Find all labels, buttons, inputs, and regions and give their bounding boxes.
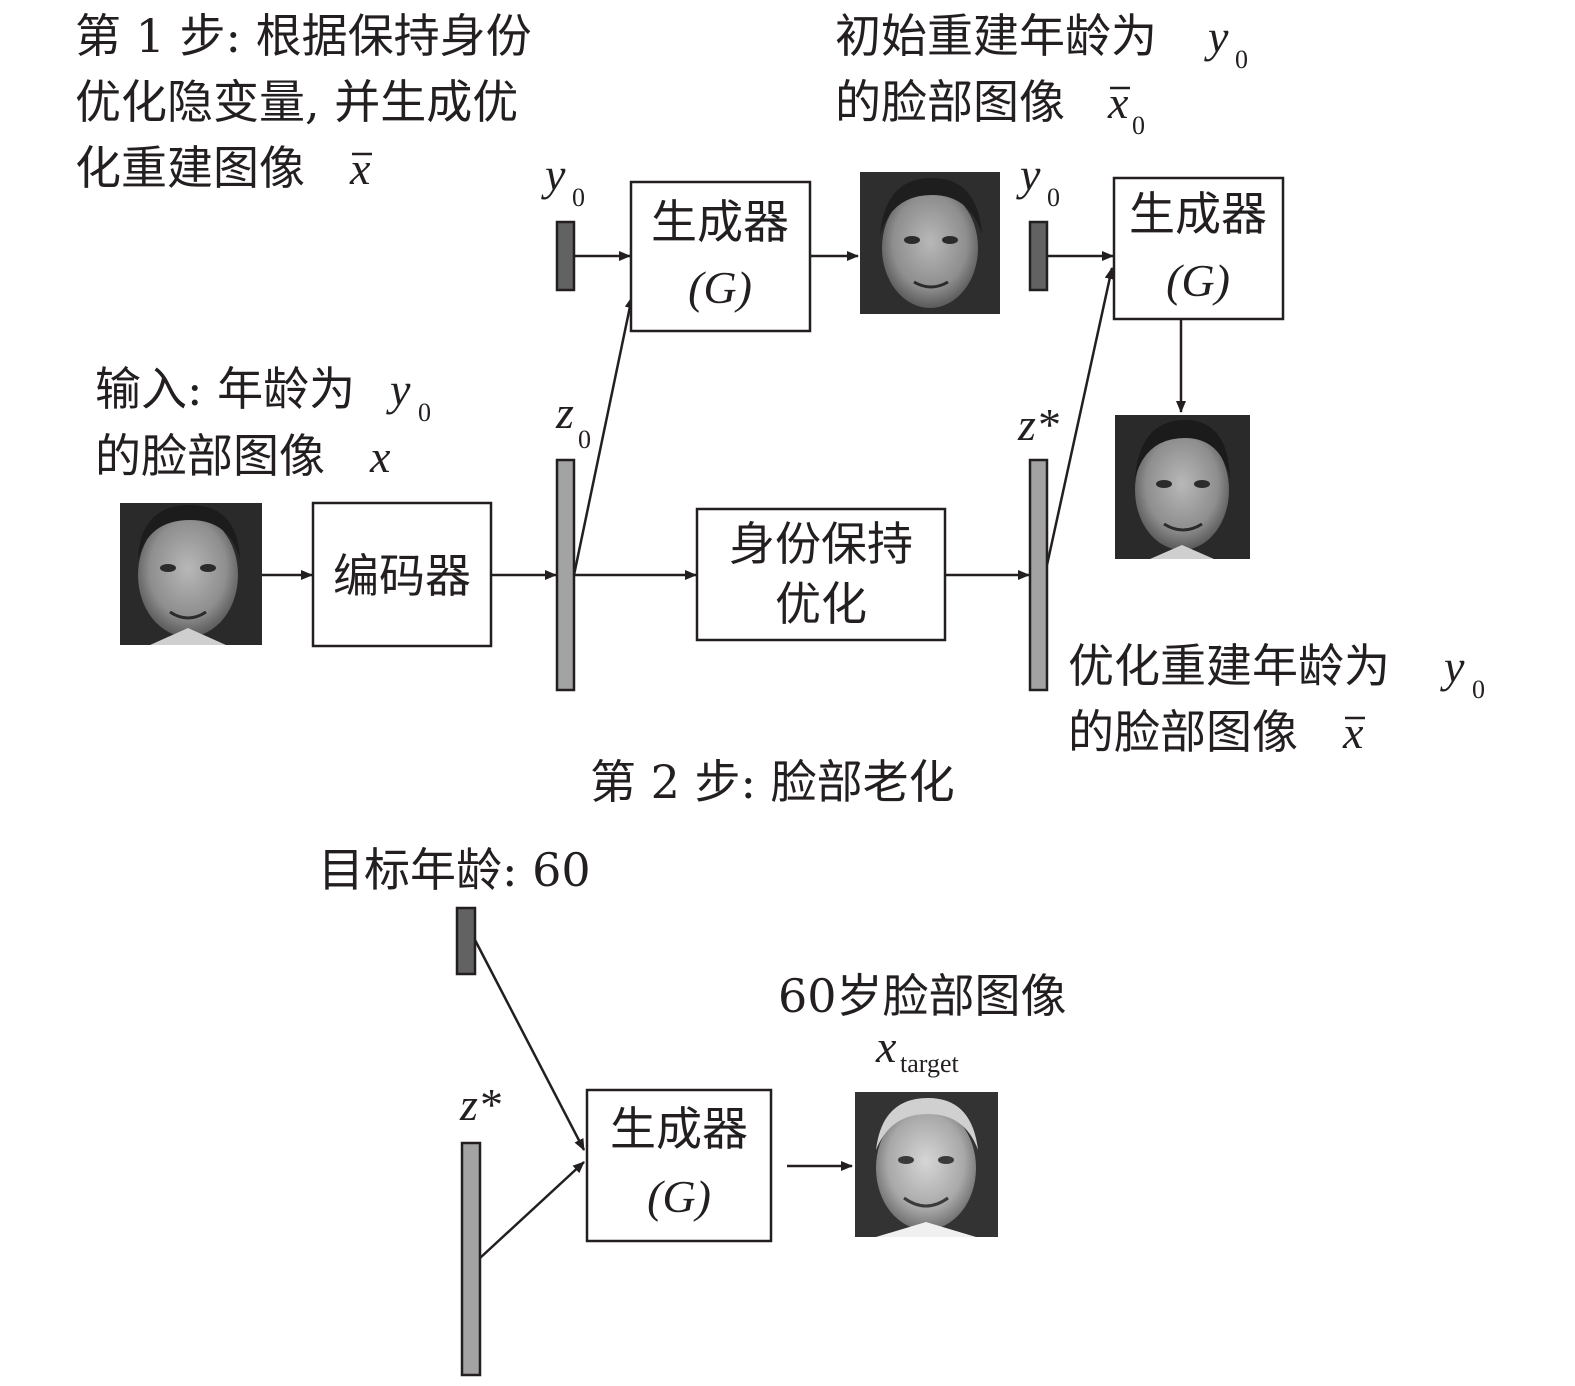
optimized-recon-line2: 的脸部图像 — [1068, 705, 1298, 759]
face-photo-initial-recon — [860, 172, 1000, 314]
z0-sub: 0 — [578, 425, 591, 454]
input-y: y — [386, 364, 411, 415]
encoder-block: 编码器 — [311, 501, 493, 648]
y0-sub-1: 0 — [572, 183, 585, 212]
generator-block-2: 生成器 (G) — [1112, 176, 1285, 321]
y0-age-vector-2 — [1028, 220, 1049, 292]
initial-recon-x: x — [1107, 77, 1129, 128]
zstar-latent-vector-2 — [460, 1141, 482, 1377]
generator-1-symbol: (G) — [688, 262, 752, 313]
y0-symbol-1: y — [541, 149, 566, 200]
y0-label-1: y 0 — [541, 149, 585, 212]
step1-line1: 第 1 步: 根据保持身份 — [75, 9, 532, 63]
step1-xbar: x — [349, 143, 371, 194]
target-age-label: 目标年龄: 60 — [318, 843, 591, 897]
optimized-recon-y: y — [1440, 641, 1465, 692]
generator-2-symbol: (G) — [1166, 255, 1230, 306]
aged-output-x: x — [875, 1021, 897, 1072]
initial-recon-x-sub: 0 — [1132, 111, 1145, 140]
face-photo-optimized-recon — [1115, 415, 1250, 559]
generator-block-1: 生成器 (G) — [629, 180, 812, 333]
optimized-recon-y-sub: 0 — [1472, 675, 1485, 704]
arrow-zstar-to-generator-3 — [479, 1161, 585, 1259]
identity-opt-block: 身份保持 优化 — [695, 507, 947, 642]
optimized-recon-x: x — [1342, 707, 1364, 758]
arrow-zstar-to-generator-2 — [1045, 267, 1115, 566]
z0-latent-vector — [555, 458, 576, 692]
initial-recon-label: 初始重建年龄为 y 0 的脸部图像 x 0 — [835, 9, 1248, 140]
z0-symbol: z — [555, 387, 574, 438]
identity-opt-line1: 身份保持 — [729, 517, 913, 571]
input-line2: 的脸部图像 — [95, 429, 325, 483]
face-photo-aged — [855, 1092, 998, 1237]
initial-recon-line2: 的脸部图像 — [835, 75, 1065, 129]
initial-recon-y-sub: 0 — [1235, 45, 1248, 74]
generator-3-label: 生成器 — [610, 1102, 748, 1156]
input-label: 输入: 年龄为 y 0 的脸部图像 x — [95, 362, 431, 483]
initial-recon-line1: 初始重建年龄为 — [835, 9, 1157, 63]
optimized-recon-line1: 优化重建年龄为 — [1068, 639, 1390, 693]
zstar-latent-vector-1 — [1028, 458, 1049, 692]
generator-1-label: 生成器 — [651, 195, 789, 249]
y0-label-2: y 0 — [1016, 149, 1060, 212]
step1-line3: 化重建图像 — [75, 141, 305, 195]
step1-label: 第 1 步: 根据保持身份 优化隐变量, 并生成优 化重建图像 x — [75, 9, 532, 195]
input-line1: 输入: 年龄为 — [95, 362, 355, 416]
target-age-vector — [455, 906, 477, 976]
input-x: x — [369, 431, 391, 482]
generator-2-label: 生成器 — [1129, 187, 1267, 241]
arrow-target-age-to-generator-3 — [473, 939, 586, 1151]
encoder-label: 编码器 — [333, 549, 471, 603]
y0-age-vector-1 — [555, 220, 576, 292]
aged-output-line1: 60岁脸部图像 — [778, 969, 1067, 1023]
generator-block-3: 生成器 (G) — [585, 1088, 773, 1243]
generator-3-symbol: (G) — [647, 1171, 711, 1222]
zstar-label-1: z* — [1017, 399, 1059, 450]
input-y-sub: 0 — [418, 398, 431, 427]
initial-recon-y: y — [1204, 11, 1229, 62]
z0-label: z 0 — [555, 387, 591, 454]
face-photo-input — [120, 503, 262, 645]
y0-symbol-2: y — [1016, 149, 1041, 200]
aged-output-sub: target — [900, 1049, 959, 1078]
aged-output-label: 60岁脸部图像 x target — [778, 969, 1067, 1078]
identity-opt-line2: 优化 — [775, 577, 867, 631]
step2-label: 第 2 步: 脸部老化 — [590, 755, 955, 809]
arrow-z0-to-generator-1 — [572, 296, 635, 576]
step1-line2: 优化隐变量, 并生成优 — [75, 75, 518, 129]
y0-sub-2: 0 — [1047, 183, 1060, 212]
optimized-recon-label: 优化重建年龄为 y 0 的脸部图像 x — [1068, 639, 1485, 759]
zstar-label-2: z* — [459, 1079, 501, 1130]
